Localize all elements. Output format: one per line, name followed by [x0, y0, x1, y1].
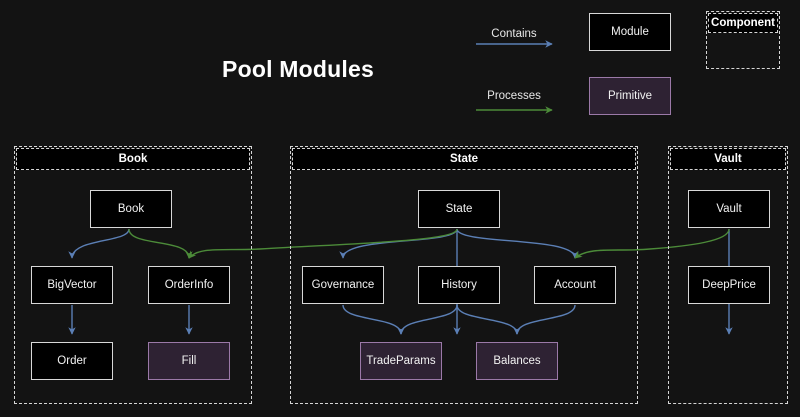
legend-component-box — [706, 11, 780, 69]
legend-component-header: Component — [708, 13, 778, 33]
group-header-state: State — [292, 148, 636, 170]
node-history[interactable]: History — [418, 266, 500, 304]
node-bigvector[interactable]: BigVector — [31, 266, 113, 304]
node-orderinfo[interactable]: OrderInfo — [148, 266, 230, 304]
group-header-vault: Vault — [670, 148, 786, 170]
node-order[interactable]: Order — [31, 342, 113, 380]
legend-processes-label: Processes — [487, 90, 541, 102]
group-container-book — [14, 146, 252, 404]
group-container-state — [290, 146, 638, 404]
group-header-book: Book — [16, 148, 250, 170]
node-state[interactable]: State — [418, 190, 500, 228]
node-balances[interactable]: Balances — [476, 342, 558, 380]
legend-primitive-box: Primitive — [589, 77, 671, 115]
node-vault[interactable]: Vault — [688, 190, 770, 228]
group-container-vault — [668, 146, 788, 404]
node-fill[interactable]: Fill — [148, 342, 230, 380]
page-title: Pool Modules — [222, 56, 374, 82]
legend-module-box: Module — [589, 13, 671, 51]
node-account[interactable]: Account — [534, 266, 616, 304]
legend-contains-label: Contains — [491, 28, 537, 40]
node-governance[interactable]: Governance — [302, 266, 384, 304]
node-deepprice[interactable]: DeepPrice — [688, 266, 770, 304]
node-tradeparams[interactable]: TradeParams — [360, 342, 442, 380]
node-book[interactable]: Book — [90, 190, 172, 228]
